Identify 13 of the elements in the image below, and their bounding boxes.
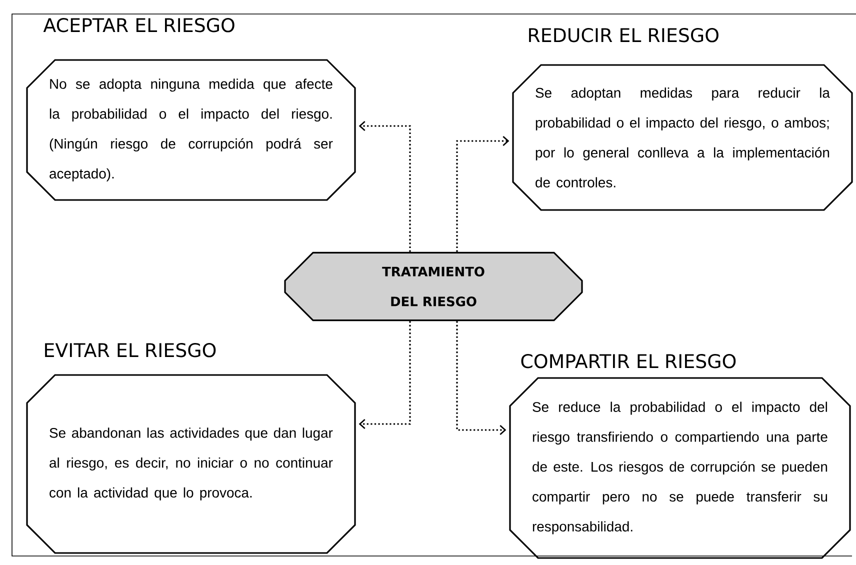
- box-heading: ACEPTAR EL RIESGO: [43, 18, 234, 32]
- box-heading: REDUCIR EL RIESGO: [529, 28, 718, 42]
- text-box: Se reduce la probabilidad o el impacto del riesgo transfiriendo o compartiendo una parte de este. Los riesgos de corrupción se pueden compartir pero no se puede transferir su responsabilidad.: [509, 377, 851, 559]
- arrow: [456, 136, 510, 252]
- box-heading: EVITAR EL RIESGO: [45, 342, 216, 358]
- arrow: [456, 321, 506, 436]
- box-heading: COMPARTIR EL RIESGO: [521, 354, 736, 368]
- central-box: TRATAMIENTO DEL RIESGO: [284, 252, 583, 322]
- text-box: Se adoptan medidas para reducir la probabilidad o el impacto del riesgo, o ambos; por lo general conlleva a la implementación de controles.: [512, 64, 853, 211]
- text-box: No se adopta ninguna medida que afecte la probabilidad o el impacto del riesgo. (Ningún riesgo de corrupción podrá ser aceptado).: [26, 59, 356, 201]
- arrow: [358, 120, 411, 252]
- arrow: [358, 321, 411, 430]
- text-box: Se abandonan las actividades que dan lugar al riesgo, es decir, no iniciar o no continuar con la actividad que lo provoca.: [26, 374, 356, 554]
